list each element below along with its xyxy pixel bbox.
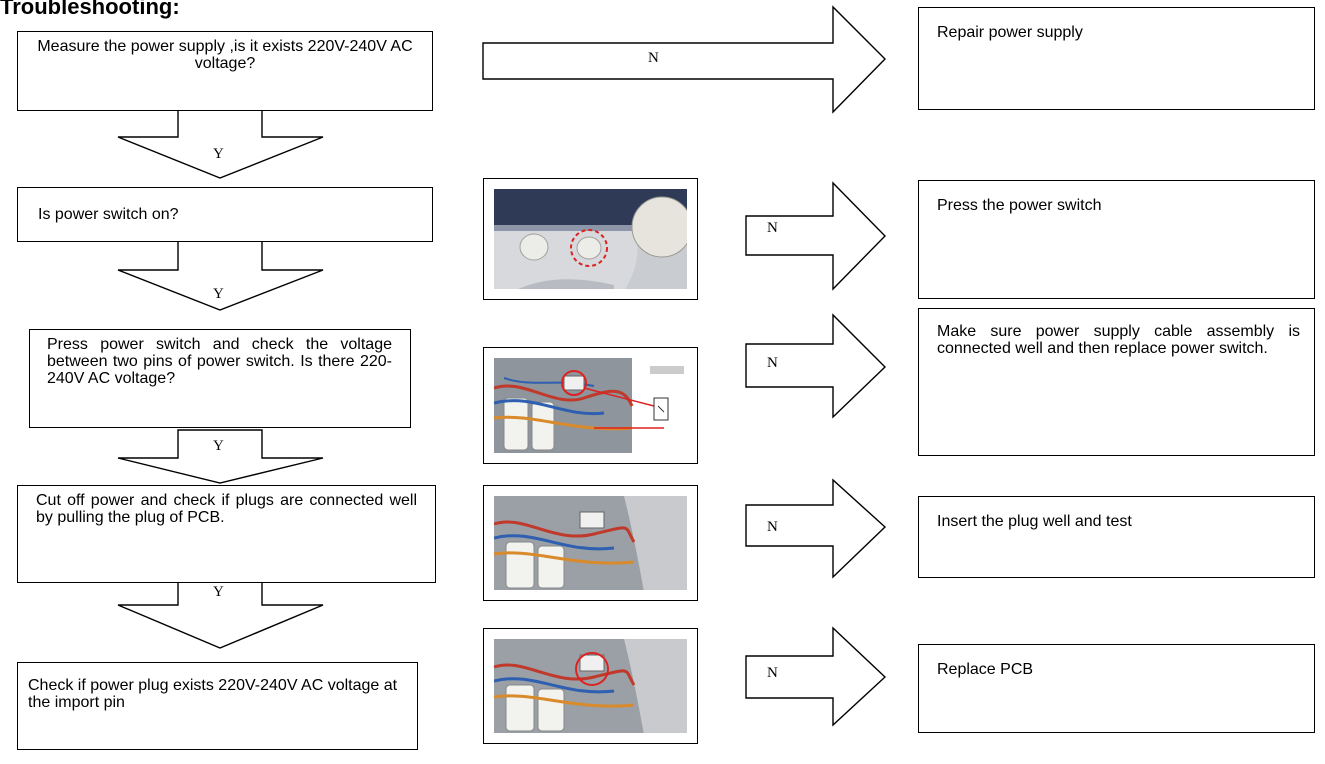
yes-arrow-1 [117,109,324,179]
no-arrow-1 [482,5,886,114]
check-step-4-text: Cut off power and check if plugs are con… [36,492,417,526]
check-step-5-text: Check if power plug exists 220V-240V AC … [28,677,398,711]
no-label-2: N [767,220,778,236]
no-arrow-2 [745,181,886,291]
yes-arrow-2 [117,239,324,311]
remedy-4: Insert the plug well and test [918,496,1315,578]
no-label-3: N [767,355,778,371]
check-step-1: Measure the power supply ,is it exists 2… [17,31,433,111]
check-step-2-text: Is power switch on? [38,206,179,223]
remedy-5: Replace PCB [918,644,1315,733]
page-title: Troubleshooting: [0,0,180,19]
yes-label-4: Y [213,584,224,600]
no-label-5: N [767,665,778,681]
remedy-2-text: Press the power switch [937,197,1102,214]
yes-arrow-4 [117,581,324,649]
remedy-3: Make sure power supply cable assembly is… [918,308,1315,456]
remedy-1: Repair power supply [918,7,1315,110]
remedy-2: Press the power switch [918,180,1315,299]
no-label-1: N [648,50,659,66]
yes-label-1: Y [213,146,224,162]
remedy-1-text: Repair power supply [937,24,1083,41]
no-arrow-3 [745,313,886,419]
yes-label-2: Y [213,286,224,302]
remedy-3-text: Make sure power supply cable assembly is… [937,323,1300,357]
check-step-5: Check if power plug exists 220V-240V AC … [17,662,418,750]
check-step-3: Press power switch and check the voltage… [29,329,411,428]
remedy-4-text: Insert the plug well and test [937,513,1132,530]
power-switch-photo [483,178,698,300]
check-step-1-text: Measure the power supply ,is it exists 2… [37,38,413,72]
check-step-2: Is power switch on? [17,187,433,242]
check-step-4: Cut off power and check if plugs are con… [17,485,436,583]
no-arrow-4 [745,478,887,579]
remedy-5-text: Replace PCB [937,661,1034,678]
switch-pins-photo [483,347,698,464]
import-pin-photo [483,628,698,744]
yes-arrow-3 [117,429,324,484]
pcb-plug-photo [483,485,698,601]
no-label-4: N [767,519,778,535]
check-step-3-text: Press power switch and check the voltage… [47,336,392,387]
no-arrow-5 [745,626,887,727]
yes-label-3: Y [213,438,224,454]
